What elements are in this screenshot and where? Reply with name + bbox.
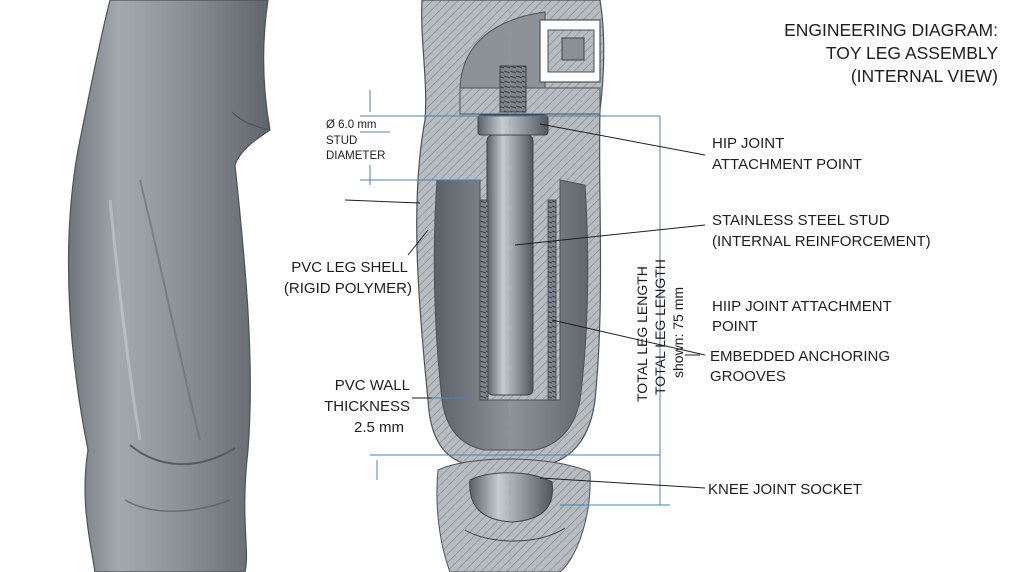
pvc-wall-label-line1: PVC WALL — [335, 377, 410, 394]
title-block: ENGINEERING DIAGRAM: TOY LEG ASSEMBLY (I… — [784, 20, 998, 86]
stud-diameter-value: Ø 6.0 mm — [326, 119, 376, 131]
diagram-title-line1: ENGINEERING DIAGRAM: — [784, 20, 998, 40]
diagram-title-line3: (INTERNAL VIEW) — [851, 66, 998, 86]
dimension-lines — [360, 90, 670, 506]
hip-joint-label-line1: HIP JOINT — [712, 135, 784, 152]
hiip-joint-label-line2: POINT — [712, 318, 758, 335]
pvc-wall-label-line2: THICKNESS — [324, 398, 410, 415]
pvc-shell-label-line1: PVC LEG SHELL — [291, 259, 408, 276]
hip-joint-label-line2: ATTACHMENT POINT — [712, 156, 862, 173]
grooves-label-line2: GROOVES — [710, 368, 786, 385]
steel-stud-label-line1: STAINLESS STEEL STUD — [712, 212, 890, 229]
total-length-dimension-3: shown: 75 mm — [670, 287, 686, 378]
total-length-dimension-2: TOTAL LEG LENGTH — [652, 259, 668, 395]
total-length-line2: TOTAL LEG LENGTH — [652, 259, 668, 395]
stud-diameter-label-line1: STUD — [326, 135, 357, 147]
total-length-dimension: TOTAL LEG LENGTH — [634, 266, 650, 402]
pvc-shell-label-line2: (RIGID POLYMER) — [284, 280, 412, 297]
stud-diameter-label-line2: DIAMETER — [326, 150, 385, 162]
total-length-line3: shown: 75 mm — [670, 287, 686, 378]
hiip-joint-label-line1: HIIP JOINT ATTACHMENT — [712, 298, 892, 315]
steel-stud-label-line2: (INTERNAL REINFORCEMENT) — [712, 233, 931, 250]
grooves-label-line1: EMBEDDED ANCHORING — [710, 348, 890, 365]
leader-lines — [344, 123, 706, 489]
total-length-line1: TOTAL LEG LENGTH — [634, 266, 650, 402]
pvc-wall-label-line3: 2.5 mm — [354, 419, 404, 436]
leg-cross-section — [416, 0, 605, 572]
callout-labels: HIP JOINT ATTACHMENT POINT STAINLESS STE… — [284, 119, 931, 498]
external-leg-view — [67, 0, 271, 572]
diagram-title-line2: TOY LEG ASSEMBLY — [826, 43, 998, 63]
knee-socket-label: KNEE JOINT SOCKET — [708, 481, 862, 498]
